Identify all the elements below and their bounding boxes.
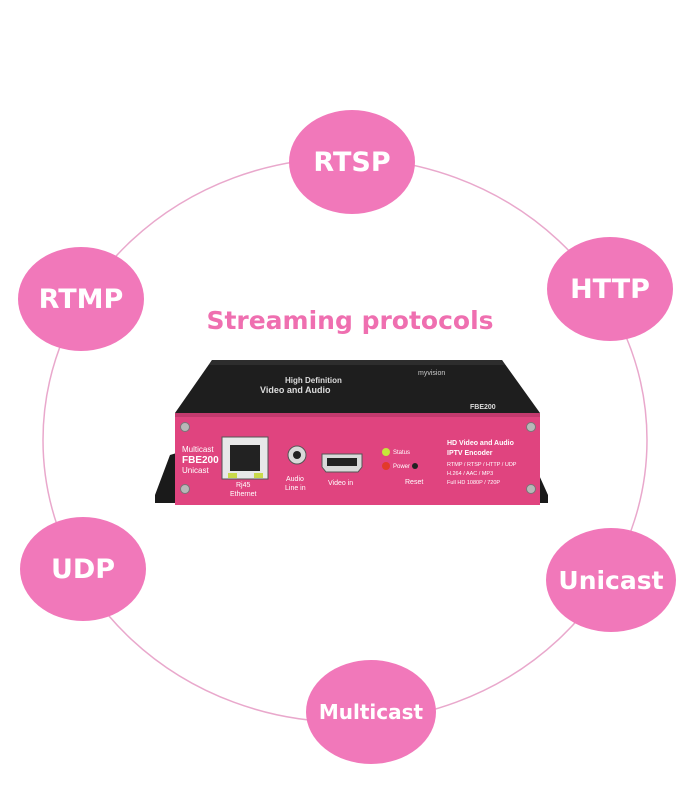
screw bbox=[526, 422, 536, 432]
port-ethernet-label: Ethernet bbox=[230, 491, 257, 498]
port-linein-label: Line in bbox=[285, 485, 306, 492]
bubble-http: HTTP bbox=[547, 237, 673, 341]
top-text-line1: High Definition bbox=[285, 376, 342, 385]
port-audio-label: Audio bbox=[286, 476, 304, 483]
panel-unicast: Unicast bbox=[182, 466, 209, 475]
reset-label: Reset bbox=[405, 479, 423, 486]
bubble-udp: UDP bbox=[20, 517, 146, 621]
bubble-multicast-label: Multicast bbox=[318, 700, 424, 724]
status-led-icon bbox=[382, 448, 390, 456]
bubble-rtmp: RTMP bbox=[18, 247, 144, 351]
info-line3: RTMP / RTSP / HTTP / UDP bbox=[447, 462, 517, 468]
left-flange bbox=[155, 452, 180, 503]
info-line2: IPTV Encoder bbox=[447, 450, 493, 457]
bubble-unicast: Unicast bbox=[546, 528, 676, 632]
bubble-rtsp-label: RTSP bbox=[313, 146, 391, 178]
screw bbox=[526, 484, 536, 494]
bubble-rtmp-label: RTMP bbox=[38, 283, 124, 315]
top-brand: myvision bbox=[418, 370, 445, 377]
top-text-line2: Video and Audio bbox=[260, 385, 331, 395]
encoder-device-image: High Definition Video and Audio myvision… bbox=[155, 360, 548, 505]
bubble-rtsp: RTSP bbox=[289, 110, 415, 214]
info-line4: H.264 / AAC / MP3 bbox=[447, 471, 493, 477]
led-power-label: Power bbox=[393, 464, 410, 470]
device-top bbox=[175, 360, 540, 413]
bubble-unicast-label: Unicast bbox=[558, 565, 664, 595]
screw bbox=[180, 422, 190, 432]
bubble-multicast: Multicast bbox=[306, 660, 436, 764]
info-line5: Full HD 1080P / 720P bbox=[447, 480, 500, 486]
page-title: Streaming protocols bbox=[206, 306, 494, 335]
panel-multicast: Multicast bbox=[182, 445, 214, 454]
top-model: FBE200 bbox=[470, 404, 496, 411]
bubble-udp-label: UDP bbox=[50, 553, 116, 585]
power-led-icon bbox=[382, 462, 390, 470]
screw bbox=[180, 484, 190, 494]
bubble-http-label: HTTP bbox=[570, 273, 650, 305]
reset-hole-icon bbox=[412, 463, 418, 469]
panel-model: FBE200 bbox=[182, 455, 219, 466]
led-status-label: Status bbox=[393, 450, 410, 456]
port-video-label: Video in bbox=[328, 480, 353, 487]
port-rj45-label: Rj45 bbox=[236, 482, 251, 489]
info-line1: HD Video and Audio bbox=[447, 440, 514, 447]
